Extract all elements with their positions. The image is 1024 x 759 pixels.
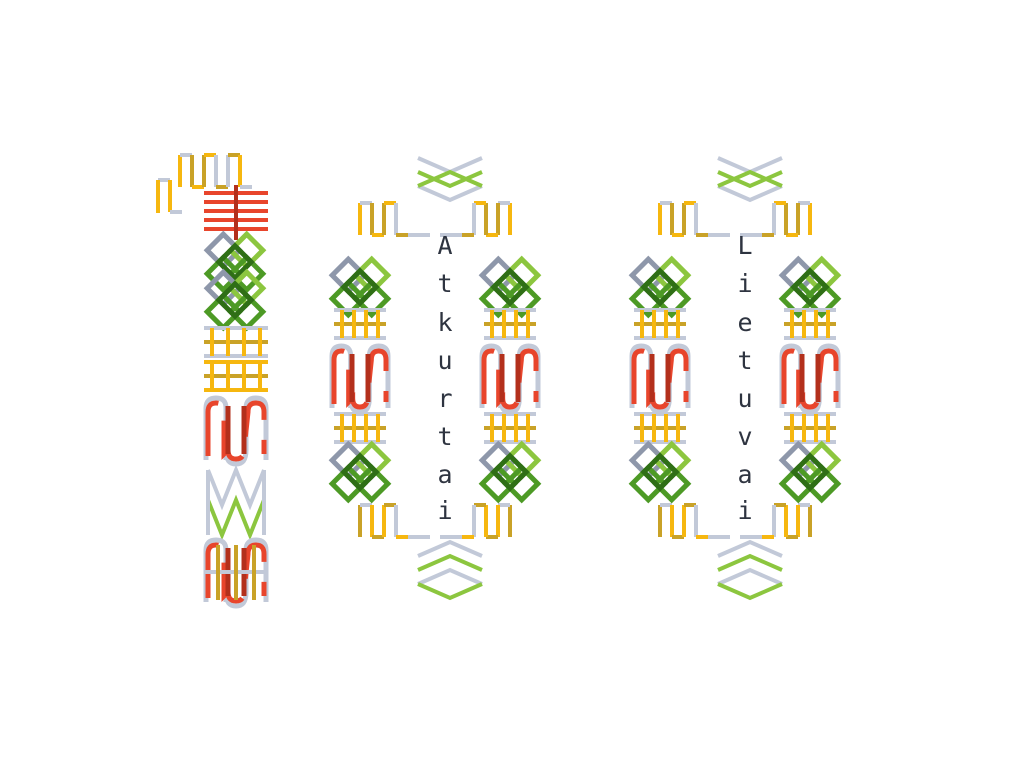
letter: r <box>437 384 452 413</box>
ornament-stroke <box>215 280 255 320</box>
ornament-stroke <box>502 440 542 480</box>
letter: A <box>437 231 452 260</box>
word-lietuvai: L i e t u v a i <box>737 231 752 525</box>
ornament-stroke <box>717 169 783 188</box>
ornament-stroke <box>417 170 483 189</box>
ornament-stroke <box>331 348 389 410</box>
ornament-stroke <box>717 582 783 601</box>
letter: k <box>437 308 452 337</box>
ornament-stroke <box>215 242 255 282</box>
ornament-stroke <box>802 440 842 480</box>
ornament-stroke <box>227 292 267 332</box>
ornament-stroke <box>417 582 483 601</box>
ornament-stroke <box>227 254 267 294</box>
letter: i <box>737 496 752 525</box>
ornament-stroke <box>778 464 818 504</box>
ornament-stroke <box>717 170 783 189</box>
ornament-stroke <box>629 343 691 415</box>
letter: a <box>737 460 752 489</box>
ornament-stroke <box>652 464 692 504</box>
ornament-stroke <box>628 464 668 504</box>
ornament-stroke <box>417 553 483 572</box>
letter: v <box>737 422 752 451</box>
ornament-stroke <box>206 464 266 511</box>
ornament-stroke <box>352 464 392 504</box>
ornament-stroke <box>628 255 668 295</box>
ornament-stroke <box>802 464 842 504</box>
ornament-stroke <box>352 255 392 295</box>
ornament-stroke <box>328 255 368 295</box>
ornament-stroke <box>717 567 783 586</box>
ornament-stroke <box>779 343 841 415</box>
ornament-stroke <box>652 279 692 319</box>
ornament-stroke <box>490 267 530 307</box>
digit-zero-left <box>328 156 542 601</box>
ornament-stroke <box>328 464 368 504</box>
ornament-stroke <box>652 440 692 480</box>
ornament-stroke <box>802 279 842 319</box>
ornament-stroke <box>203 395 269 467</box>
ornament-stroke <box>203 292 243 332</box>
digit-one <box>156 153 269 609</box>
ornament-stroke <box>203 537 269 609</box>
ornament-stroke <box>640 452 680 492</box>
ornament-stroke <box>328 440 368 480</box>
ornament-stroke <box>340 267 380 307</box>
digit-zero-right <box>628 156 842 601</box>
ornament-stroke <box>206 494 266 541</box>
letter: t <box>737 346 752 375</box>
ornament-stroke <box>417 567 483 586</box>
letter: e <box>737 308 752 337</box>
ornament-stroke <box>417 184 483 203</box>
ornament-stroke <box>205 542 267 604</box>
ornament-stroke <box>790 267 830 307</box>
ornament-stroke <box>790 452 830 492</box>
ornament-stroke <box>340 452 380 492</box>
ornament-stroke <box>479 343 541 415</box>
ornament-stroke <box>778 440 818 480</box>
ornament-stroke <box>478 440 518 480</box>
ornament-stroke <box>640 267 680 307</box>
letter: a <box>437 460 452 489</box>
ornament-stroke <box>652 255 692 295</box>
letter: i <box>437 496 452 525</box>
letter: u <box>737 384 752 413</box>
ornament-stroke <box>781 348 839 410</box>
ornament-stroke <box>502 464 542 504</box>
ornament-stroke <box>329 343 391 415</box>
ornament-stroke <box>631 348 689 410</box>
ornament-stroke <box>717 184 783 203</box>
ornament-stroke <box>490 452 530 492</box>
ornament-stroke <box>502 279 542 319</box>
ornament-stroke <box>802 255 842 295</box>
ornament-stroke <box>717 553 783 572</box>
ornament-stroke <box>481 348 539 410</box>
ornament-stroke <box>417 539 483 558</box>
word-atkurtai: A t k u r t a i <box>437 231 452 525</box>
ornament-stroke <box>478 255 518 295</box>
letter: i <box>737 269 752 298</box>
ornament-stroke <box>352 279 392 319</box>
ornament-stroke <box>205 400 267 462</box>
ornament-stroke <box>352 440 392 480</box>
letter: u <box>437 346 452 375</box>
ornament-stroke <box>628 440 668 480</box>
letter: L <box>737 231 752 260</box>
ornament-stroke <box>502 255 542 295</box>
ornament-stroke <box>417 169 483 188</box>
letter: t <box>437 269 452 298</box>
letter: t <box>437 422 452 451</box>
ornament-stroke <box>478 464 518 504</box>
ornament-stroke <box>778 255 818 295</box>
ornament-stroke <box>717 539 783 558</box>
